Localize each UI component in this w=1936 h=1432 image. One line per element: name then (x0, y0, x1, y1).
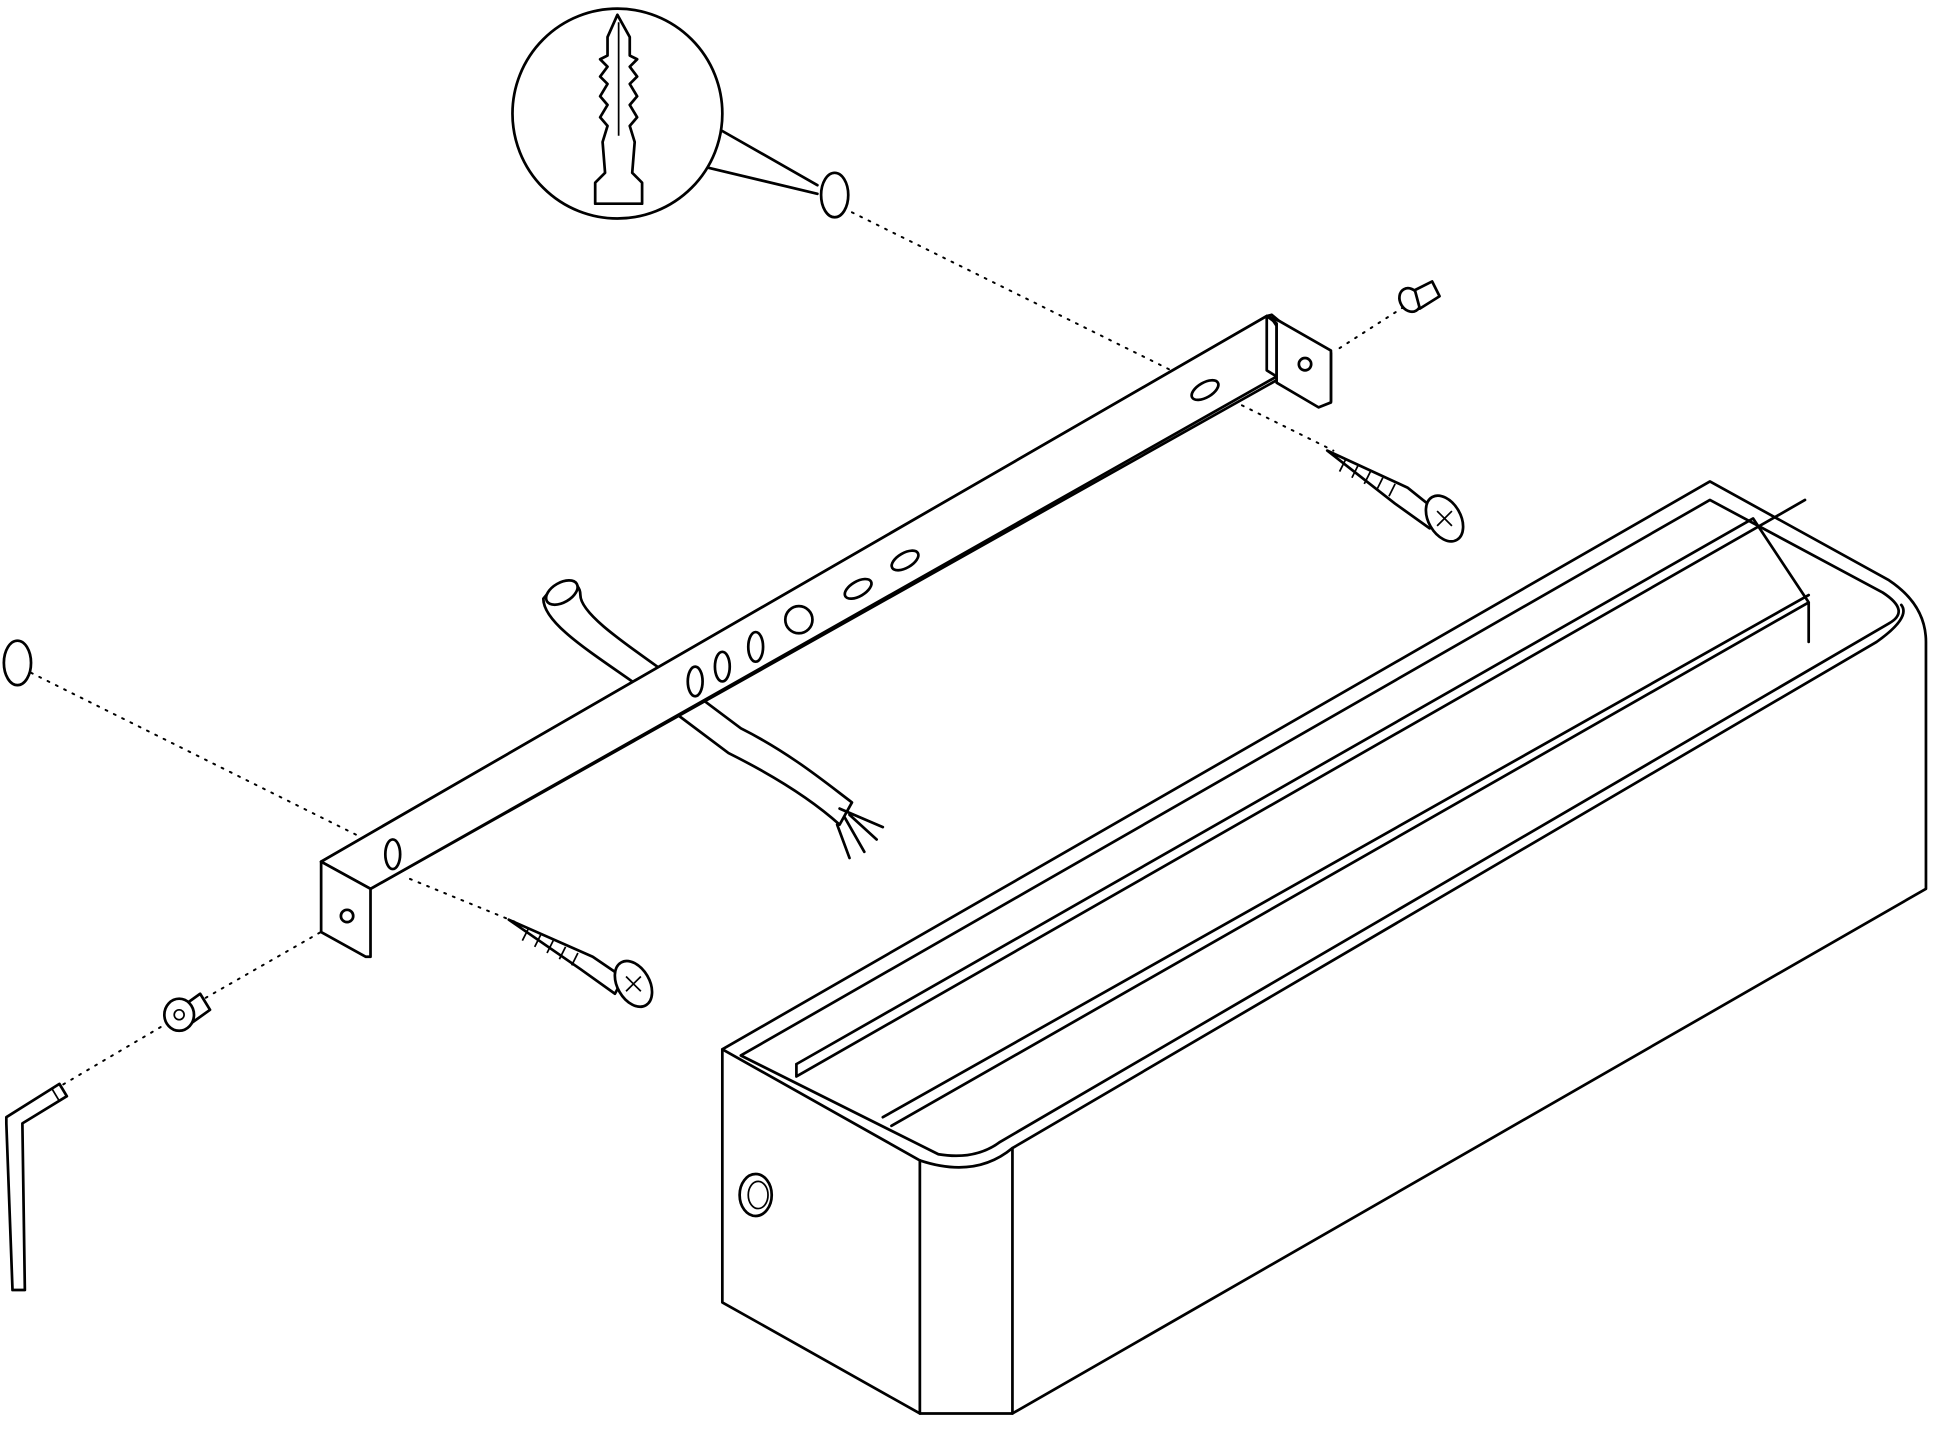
wall-plug-detail (511, 7, 819, 220)
wall-plug-left (2, 639, 33, 687)
wood-screw-left (507, 918, 654, 1009)
alignment-lines (30, 211, 1406, 1090)
machine-screw-right (1398, 280, 1441, 314)
machine-screw-left (162, 992, 212, 1033)
lamp-housing (720, 480, 1928, 1415)
hex-key (4, 1082, 69, 1292)
wall-plug-top (819, 171, 850, 219)
mounting-bracket (319, 313, 1333, 959)
wood-screw-right (1325, 449, 1465, 543)
